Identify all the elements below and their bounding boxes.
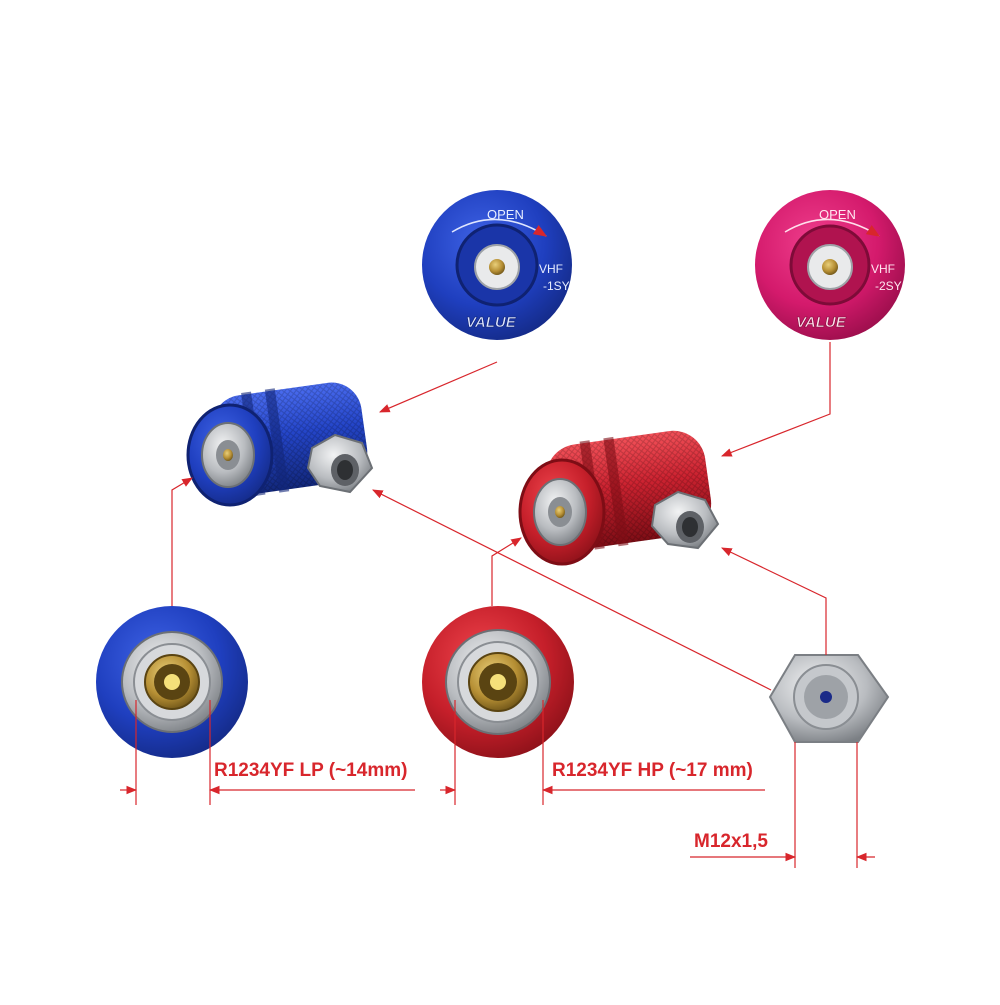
annotation-lines	[120, 342, 875, 868]
leader-hex-red	[721, 547, 827, 655]
red-coupler-front-view	[422, 606, 574, 758]
leader-red-front	[491, 537, 522, 606]
blue-cap-model-line1: VHF	[539, 262, 563, 276]
blue-cap-brand-logo: VALUE	[466, 314, 517, 331]
blue-cap-model-line2: -1SY	[543, 279, 570, 293]
thread-size-label: M12x1,5	[694, 831, 768, 852]
blue-coupler-side-view	[186, 382, 374, 507]
leader-blue-cap	[379, 361, 498, 413]
leader-blue-front	[171, 477, 193, 606]
red-coupler-side-view	[518, 430, 720, 566]
leader-magenta-cap	[720, 342, 831, 457]
hp-size-label: R1234YF HP (~17 mm)	[552, 760, 753, 781]
magenta-cap-open-text: OPEN	[819, 207, 856, 222]
magenta-cap-model-line1: VHF	[871, 262, 895, 276]
blue-cap-top-view: OPEN VHF -1SY VALUE	[422, 190, 572, 340]
blue-coupler-front-view	[96, 606, 248, 758]
lp-size-label: R1234YF LP (~14mm)	[214, 760, 408, 781]
magenta-cap-top-view: OPEN VHF -2SY VALUE	[755, 190, 905, 340]
blue-cap-open-text: OPEN	[487, 207, 524, 222]
magenta-cap-brand-logo: VALUE	[796, 314, 847, 331]
hex-fitting-front-view	[768, 654, 890, 743]
leader-hex-blue	[372, 489, 772, 691]
magenta-cap-model-line2: -2SY	[875, 279, 902, 293]
